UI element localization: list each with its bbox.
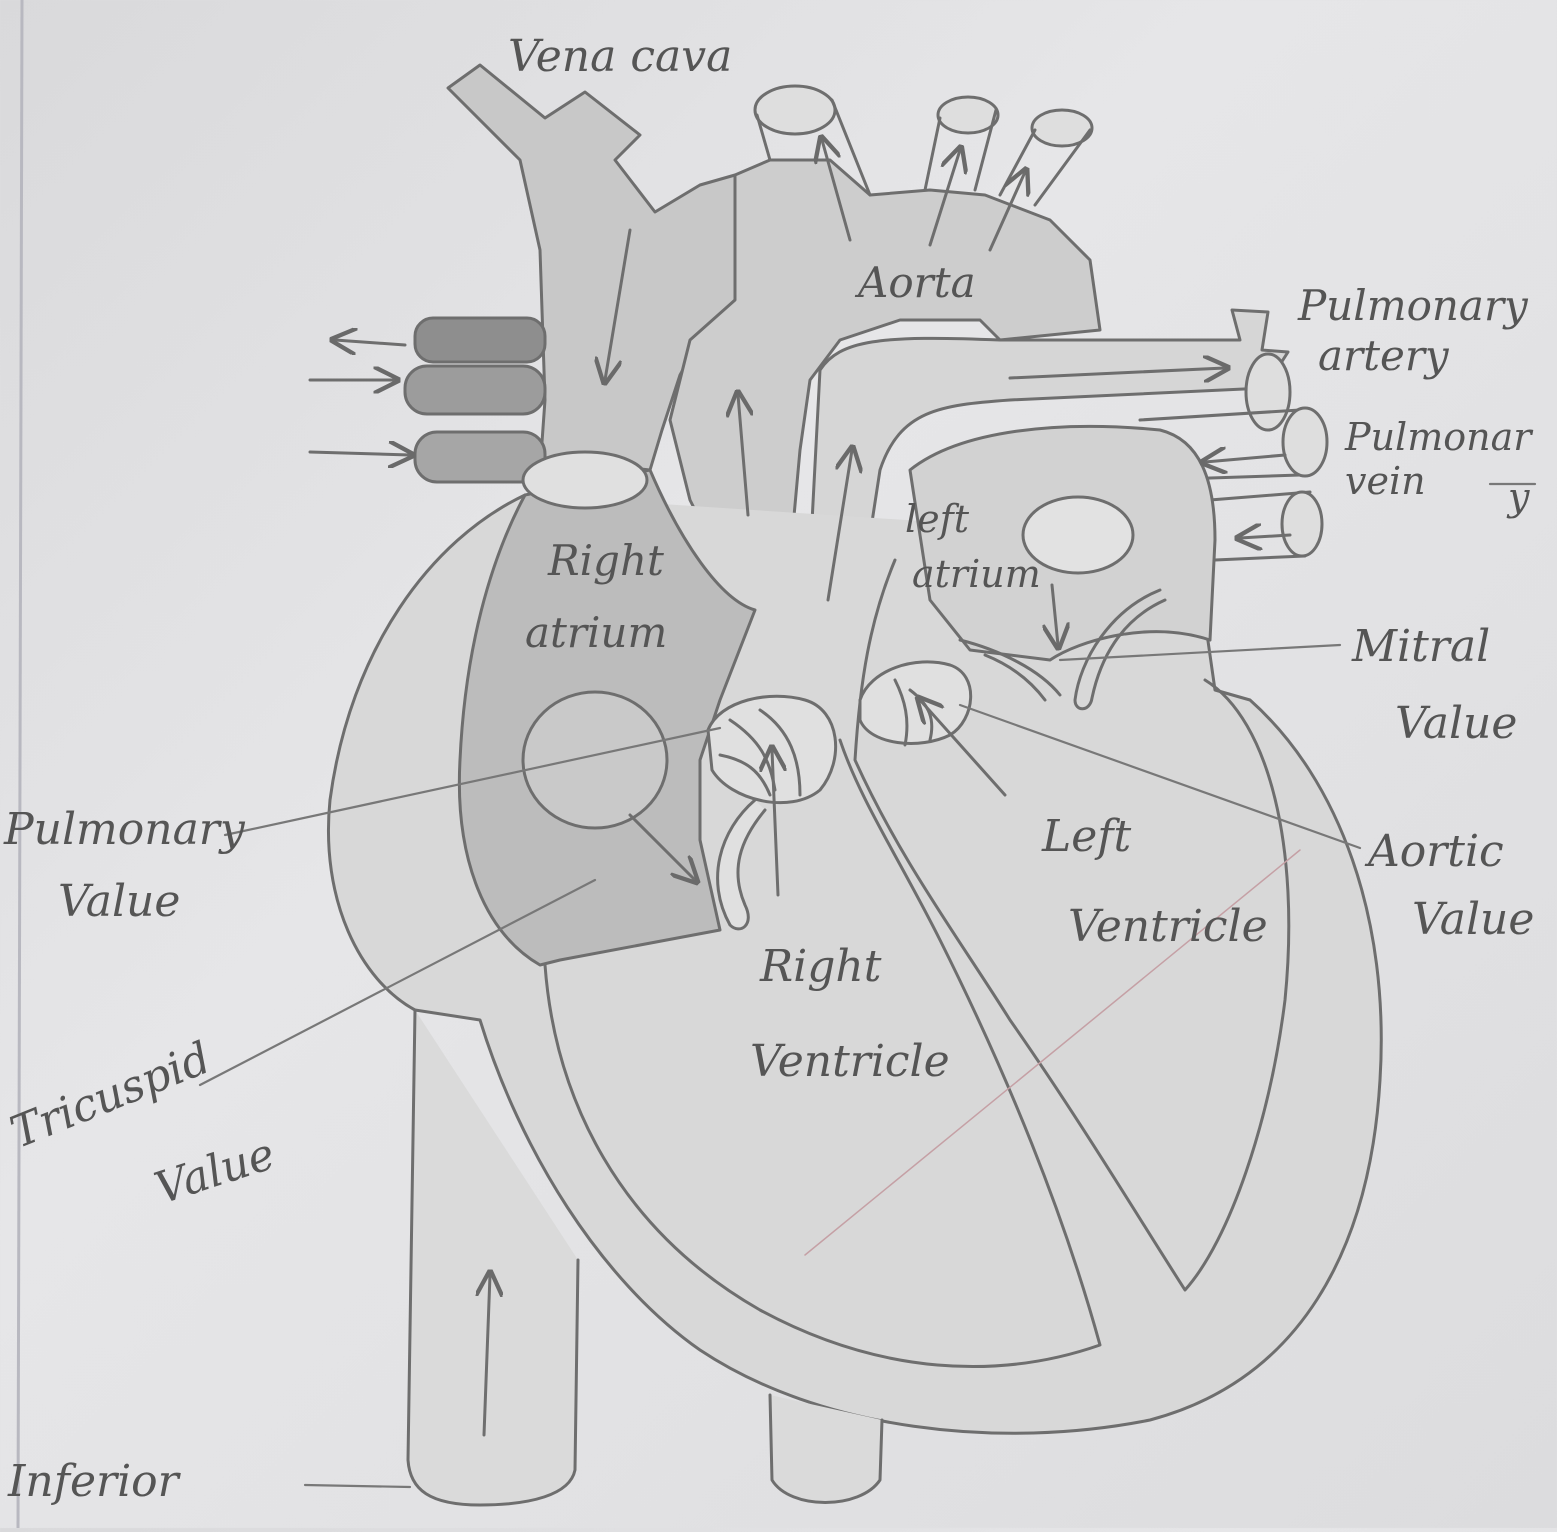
vena-cava-opening (523, 452, 647, 508)
pulmonary-vein-lower-opening (1282, 492, 1322, 556)
label-pulmonary-valve-1: Pulmonary (4, 808, 245, 852)
label-pulmonary-vein-2: vein (1345, 462, 1426, 500)
label-inferior: Inferior (8, 1460, 179, 1504)
label-left-ventricle-2: Ventricle (1068, 905, 1268, 949)
label-right-ventricle-1: Right (760, 945, 881, 989)
pulmonary-vein-upper-opening (1283, 408, 1327, 476)
right-pulmonary-vessel-mid (405, 366, 545, 414)
label-left-atrium-2: atrium (912, 555, 1041, 593)
label-vena-cava: Vena cava (508, 35, 732, 79)
leader-inferior (305, 1485, 410, 1487)
label-mitral-valve-2: Value (1395, 702, 1517, 746)
label-right-ventricle-2: Ventricle (750, 1040, 950, 1084)
pulmonary-artery-opening (1246, 354, 1290, 430)
label-left-ventricle-1: Left (1042, 815, 1131, 859)
page-margin-line (18, 0, 22, 1528)
right-pulmonary-vessel-top (415, 318, 545, 362)
label-aortic-valve-2: Value (1412, 898, 1534, 942)
label-pulmonary-valve-2: Value (58, 880, 180, 924)
flow-arrow-lung-in-2 (310, 452, 410, 455)
flow-arrow-lung-out (335, 340, 405, 345)
label-left-atrium-1: left (905, 500, 969, 538)
label-pulmonary-artery-2: artery (1318, 335, 1449, 377)
label-pulmonary-vein-1: Pulmonar (1345, 418, 1531, 456)
label-mitral-valve-1: Mitral (1352, 625, 1490, 669)
label-aorta: Aorta (858, 262, 976, 304)
fossa-ovalis (523, 692, 667, 828)
label-right-atrium-2: atrium (525, 612, 667, 654)
label-pulmonary-artery-1: Pulmonary (1298, 285, 1528, 327)
aorta-branch-1 (755, 86, 835, 134)
label-aortic-valve-1: Aortic (1368, 830, 1504, 874)
label-right-atrium-1: Right (548, 540, 664, 582)
aorta-branch-2 (938, 97, 998, 133)
flow-arrow-pv-upper (1205, 455, 1285, 462)
label-pulmonary-vein-3: y (1508, 478, 1529, 516)
